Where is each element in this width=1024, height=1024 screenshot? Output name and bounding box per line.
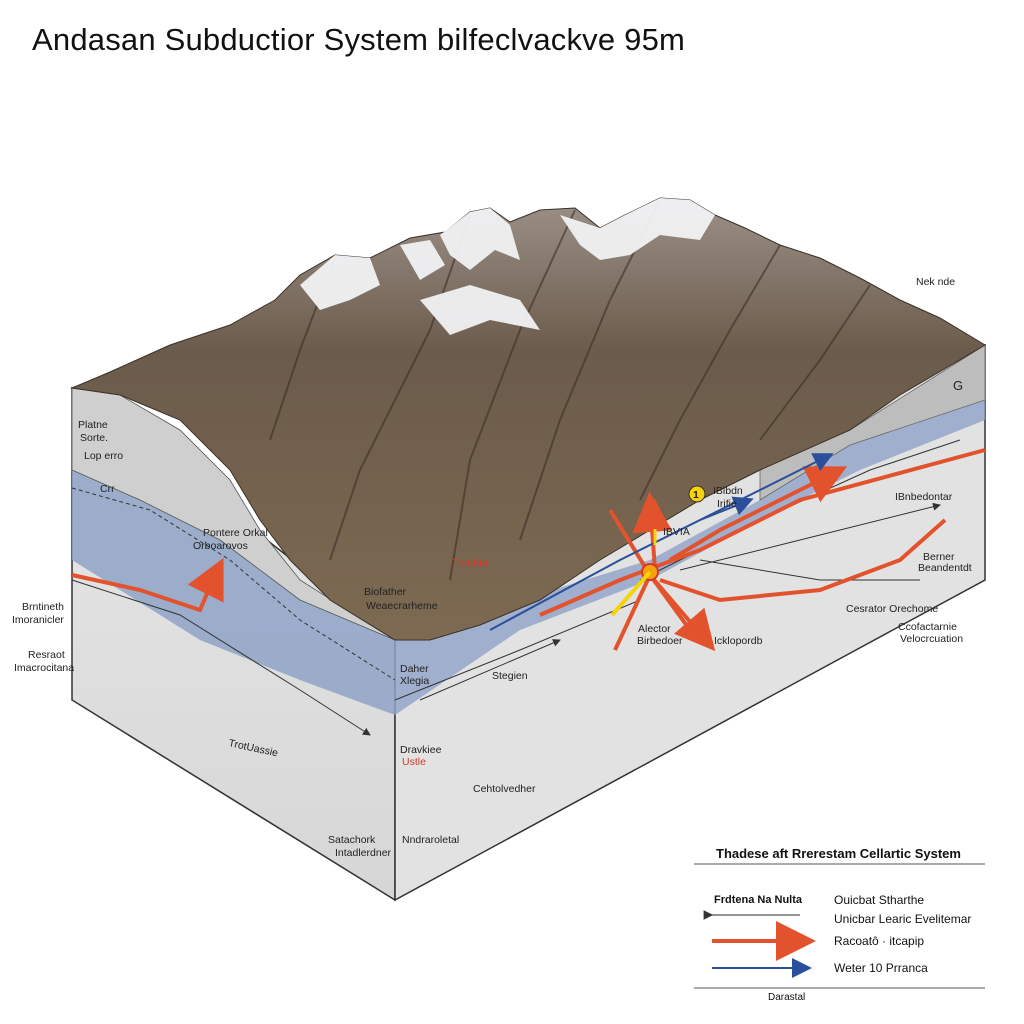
label-alector-1: Alector	[638, 623, 671, 635]
label-pontere-1: Pontere Orkal	[203, 527, 268, 539]
label-bvaa: IBVIA	[663, 526, 690, 538]
label-nek-nde: Nek nde	[916, 276, 955, 288]
label-cesrator: Cesrator Orechome	[846, 603, 938, 615]
label-ccofacne-2: Velocrcuation	[900, 633, 963, 645]
legend-footer: Darastal	[768, 992, 806, 1003]
legend-row-2-right: Unicbar Learic Evelitemar	[834, 912, 972, 926]
label-cehtolvedher: Cehtolvedher	[473, 783, 536, 795]
label-ibrib-2: Irifie	[717, 498, 737, 510]
label-ickpo: Icklopordb	[714, 635, 763, 647]
label-plane-1: Platne	[78, 419, 108, 431]
g-mark: G	[953, 378, 963, 393]
label-resrest-2: Imacrocitana	[14, 662, 74, 674]
marker-one: 1	[693, 489, 699, 501]
oceanic-plate-left	[72, 470, 395, 715]
label-lop-erro: Lop erro	[84, 450, 123, 462]
label-thaduo: Thaduo	[452, 557, 488, 569]
label-satchork-2: Intadlerdner	[335, 847, 392, 859]
label-dher-1: Daher	[400, 663, 429, 675]
label-dravkiee-1: Dravkiee	[400, 744, 442, 756]
mountain-range	[70, 197, 986, 641]
label-ccofacne-1: Ccofactarnie	[898, 621, 957, 633]
label-dher-2: Xlegia	[400, 675, 429, 687]
label-biofather-1: Biofather	[364, 586, 407, 598]
label-berner-1: Berner	[923, 551, 955, 563]
legend-row-1-left: Frdtena Na Nulta	[714, 894, 803, 906]
snow-caps	[300, 198, 715, 335]
label-pontere-2: Orboarovos	[193, 540, 248, 552]
label-ibbedontar: IBnbedontar	[895, 491, 953, 503]
label-stegien: Stegien	[492, 670, 528, 682]
epicenter-marker	[610, 499, 670, 617]
legend-title: Thadese aft Rrerestam Cellartic System	[716, 846, 961, 861]
label-biofather-2: Weaecrarheme	[366, 600, 438, 612]
legend-row-3-right: Racoatô · itcapip	[834, 934, 925, 948]
legend-row-1-right: Ouicbat Stharthe	[834, 893, 925, 907]
label-satchork-1: Satachork	[328, 834, 376, 846]
mantle-flow-arrows	[71, 448, 986, 652]
page-title: Andasan Subductior System bilfeclvackve …	[32, 22, 686, 57]
label-britheth-1: Brntineth	[22, 601, 64, 613]
label-dravkiee-2: Ustle	[402, 756, 426, 768]
legend-row-4-right: Weter 10 Prranca	[834, 961, 928, 975]
label-resrest-1: Resraot	[28, 649, 65, 661]
label-orr: Crr	[100, 483, 115, 495]
marker-one-circle	[688, 485, 706, 503]
plate-motion-arrows	[489, 453, 834, 631]
label-britheth-2: Imoranicler	[12, 614, 64, 626]
label-berner-2: Beandentdt	[918, 562, 972, 574]
label-alector-2: Birbedoer	[637, 635, 683, 647]
label-plane-2: Sorte.	[80, 432, 108, 444]
label-ibrib-1: IBibdn	[713, 485, 743, 497]
label-nnodraroletal: Nndraroletal	[402, 834, 459, 846]
mountain-ridges	[269, 199, 871, 581]
